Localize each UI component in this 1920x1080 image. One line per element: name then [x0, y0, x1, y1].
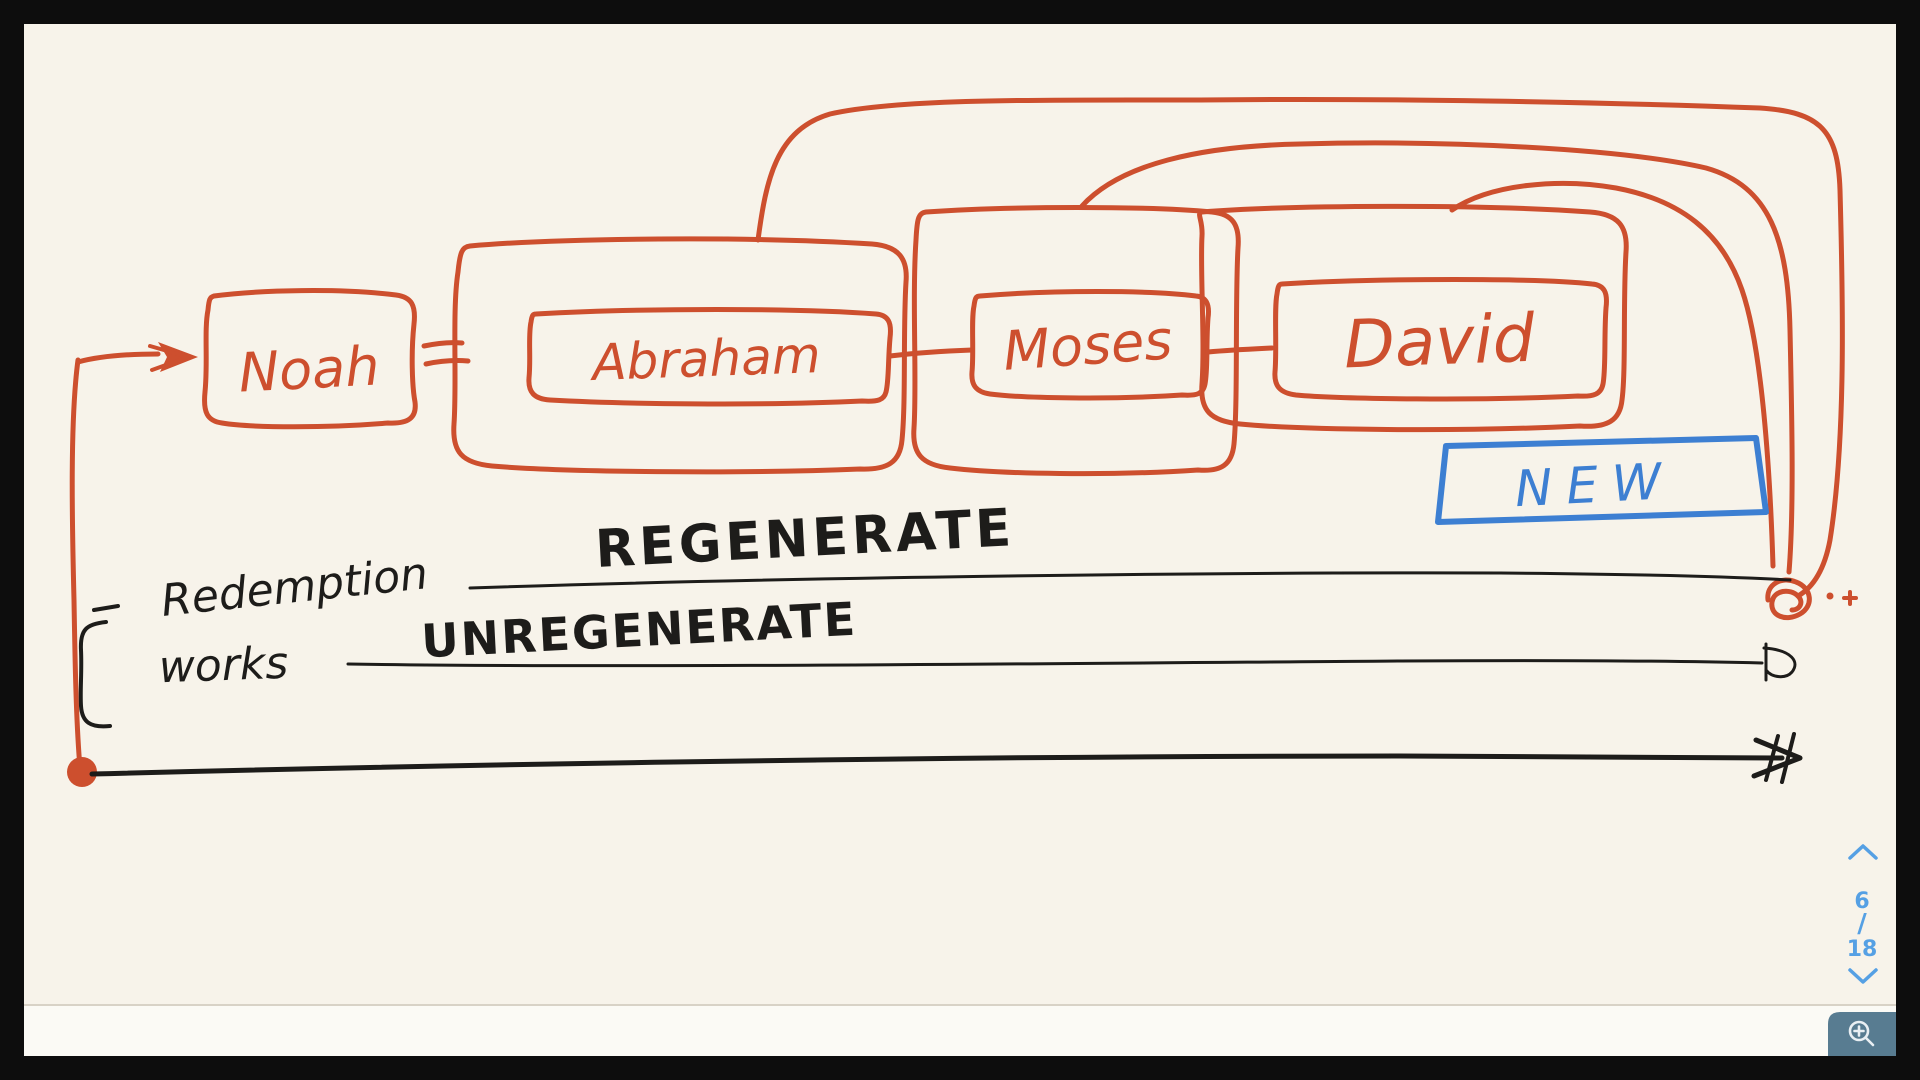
- unregenerate-line-arrow: [1762, 642, 1797, 682]
- arrow-to-noah-scribble: [148, 344, 190, 372]
- equals-stroke-top: [421, 340, 465, 349]
- pager-current-page: 6: [1854, 889, 1869, 914]
- bottom-strip: [24, 1005, 1896, 1056]
- magnifier-zoom-in-icon: [1848, 1020, 1875, 1047]
- david-inner-box: [1272, 277, 1609, 402]
- moses-label: Moses: [1001, 308, 1174, 383]
- works-bracket: [78, 620, 112, 729]
- moses-david-connector: [1205, 345, 1275, 355]
- redemption-dash: [92, 604, 120, 612]
- unregenerate-line: [346, 659, 1764, 668]
- magnifier-plus: [1853, 1025, 1865, 1037]
- abraham-label: Abraham: [588, 326, 821, 392]
- abraham-outer-box: [451, 236, 909, 475]
- covenant-name-labels: Noah Abraham Moses David: [237, 300, 1537, 405]
- noah-label: Noah: [237, 334, 381, 404]
- knot-scribble: [1765, 577, 1812, 620]
- works-label: works: [158, 638, 289, 693]
- zoom-button-background[interactable]: [1828, 1012, 1896, 1056]
- noah-box: [202, 288, 418, 430]
- zoom-button[interactable]: [1828, 1012, 1896, 1056]
- knot-plus-mark: [1842, 590, 1858, 606]
- new-box: [1435, 435, 1769, 525]
- magnifier-lens: [1848, 1020, 1870, 1042]
- bottom-timeline: [89, 753, 1785, 777]
- david-outer-box: [1197, 203, 1629, 433]
- pager-separator: /: [1857, 909, 1867, 939]
- equals-stroke-bottom: [423, 358, 471, 367]
- timeline-start-dot: [67, 757, 97, 787]
- pager-total-pages: 18: [1847, 937, 1878, 962]
- arc-moses-to-knot: [1079, 140, 1795, 575]
- arc-david-to-knot: [1449, 180, 1776, 569]
- whiteboard-canvas[interactable]: [24, 24, 1896, 1056]
- page-navigation: 6 / 18: [1847, 844, 1878, 984]
- abraham-moses-connector: [887, 347, 975, 359]
- covenant-diagram: [67, 96, 1858, 787]
- moses-inner-box: [969, 289, 1211, 401]
- new-box-label: NEW: [1513, 452, 1676, 518]
- arrow-to-noah-shaft: [75, 351, 161, 365]
- timeline-group: Redemption works REGENERATE UNREGENERATE: [78, 498, 1803, 784]
- chevron-down-icon[interactable]: [1848, 968, 1878, 984]
- left-vertical-stroke: [69, 357, 83, 771]
- chevron-up-icon[interactable]: [1848, 844, 1878, 860]
- abraham-inner-box: [526, 307, 893, 407]
- bottom-timeline-arrow-ticks: [1764, 732, 1796, 784]
- arc-abraham-to-knot: [755, 96, 1845, 599]
- knot-dot: [1826, 592, 1834, 600]
- regenerate-line: [468, 571, 1792, 590]
- new-covenant-group: NEW: [1435, 435, 1769, 525]
- magnifier-handle: [1864, 1036, 1875, 1047]
- david-label: David: [1343, 300, 1537, 384]
